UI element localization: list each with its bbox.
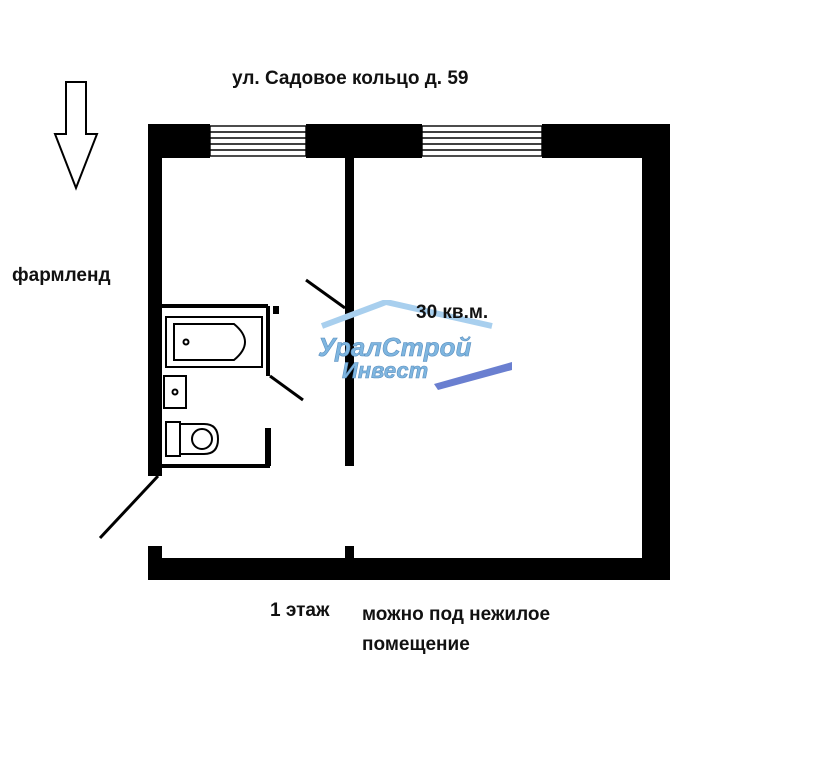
- usage-note-line1: можно под нежилое: [362, 604, 551, 625]
- area-label: 30 кв.м.: [416, 302, 489, 323]
- floor-label: 1 этаж: [270, 600, 330, 621]
- watermark-line1: УралСтрой: [318, 332, 471, 362]
- watermark-logo: УралСтрой Инвест: [318, 300, 512, 390]
- neighbor-label: фармленд: [12, 265, 111, 286]
- street-address: ул. Садовое кольцо д. 59: [232, 68, 469, 89]
- sink-icon: [163, 375, 187, 409]
- window-icon: [209, 125, 307, 157]
- bathroom-walls: [162, 304, 279, 468]
- usage-note: можно под нежилое помещение: [362, 600, 550, 660]
- usage-note-line2: помещение: [362, 634, 470, 655]
- bathtub-icon: [165, 316, 263, 368]
- outer-walls: [148, 124, 670, 580]
- north-arrow-icon: [53, 81, 99, 191]
- window-icon: [421, 125, 543, 157]
- partition-walls: [345, 124, 354, 566]
- toilet-icon: [165, 421, 220, 457]
- watermark-line2: Инвест: [342, 358, 428, 383]
- door-icon: [98, 278, 346, 540]
